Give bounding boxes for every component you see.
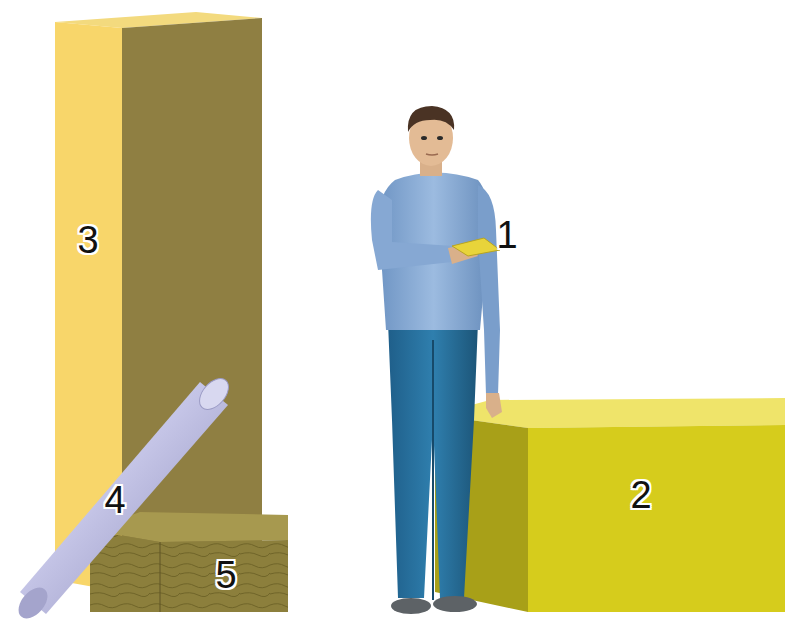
callout-number: 2 xyxy=(630,476,651,514)
callout-number: 4 xyxy=(104,481,125,519)
human-figure xyxy=(371,106,502,614)
box-face xyxy=(528,425,785,612)
callout-number: 5 xyxy=(215,556,236,594)
wooden-box xyxy=(90,530,288,612)
callout-number: 3 xyxy=(77,221,98,259)
box-side xyxy=(122,18,262,592)
callout-number: 1 xyxy=(496,216,517,254)
cylinder xyxy=(13,373,234,624)
